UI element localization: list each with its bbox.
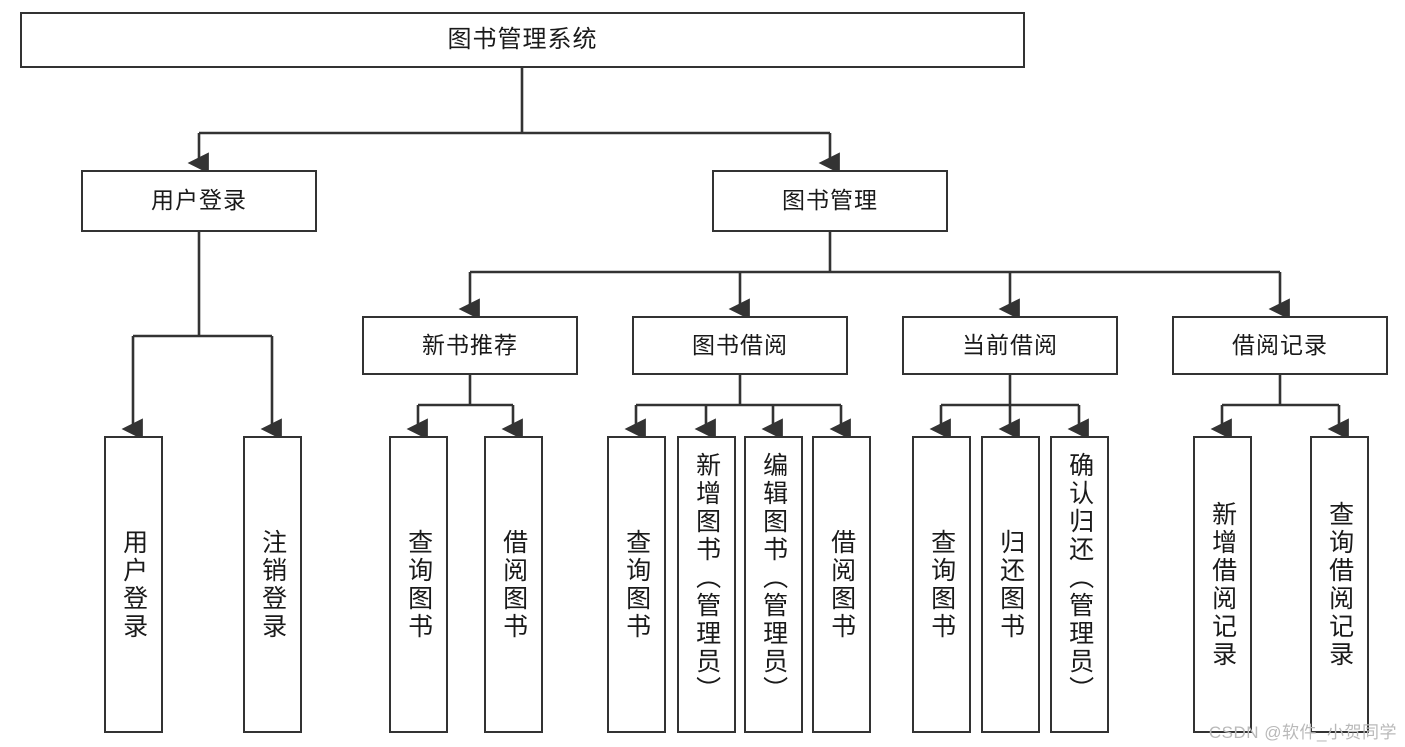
node-label: 归还图书 (996, 528, 1025, 641)
node-label: 借阅记录 (1232, 331, 1328, 358)
node-label: 新增借阅记录 (1208, 500, 1237, 669)
leaf-book-borrow-edit-book-admin[interactable]: 编辑图书（管理员） (744, 436, 803, 733)
node-label: 查询图书 (927, 528, 956, 641)
node-book-management[interactable]: 图书管理 (712, 170, 948, 232)
leaf-current-borrow-return-book[interactable]: 归还图书 (981, 436, 1040, 733)
node-label: 借阅图书 (827, 528, 856, 641)
leaf-new-book-borrow-book[interactable]: 借阅图书 (484, 436, 543, 733)
node-label: 用户登录 (119, 528, 148, 641)
node-label: 注销登录 (258, 528, 287, 641)
node-label: 查询图书 (404, 528, 433, 641)
leaf-borrow-record-add-record[interactable]: 新增借阅记录 (1193, 436, 1252, 733)
leaf-book-borrow-borrow-book[interactable]: 借阅图书 (812, 436, 871, 733)
csdn-watermark: CSDN @软件_小贺同学 (1208, 723, 1397, 742)
leaf-book-borrow-add-book-admin[interactable]: 新增图书（管理员） (677, 436, 736, 733)
leaf-new-book-query-book[interactable]: 查询图书 (389, 436, 448, 733)
leaf-borrow-record-query-record[interactable]: 查询借阅记录 (1310, 436, 1369, 733)
leaf-current-borrow-query-book[interactable]: 查询图书 (912, 436, 971, 733)
node-label: 图书管理系统 (447, 25, 598, 53)
node-book-borrow[interactable]: 图书借阅 (632, 316, 848, 375)
node-label: 查询图书 (622, 528, 651, 641)
node-label: 图书管理 (782, 187, 878, 214)
node-borrow-record[interactable]: 借阅记录 (1172, 316, 1388, 375)
leaf-user-login-login[interactable]: 用户登录 (104, 436, 163, 733)
node-label: 当前借阅 (962, 331, 1058, 358)
node-current-borrow[interactable]: 当前借阅 (902, 316, 1118, 375)
leaf-book-borrow-query-book[interactable]: 查询图书 (607, 436, 666, 733)
node-root-book-management-system[interactable]: 图书管理系统 (20, 12, 1025, 68)
node-label: 查询借阅记录 (1325, 500, 1354, 669)
leaf-user-login-logout[interactable]: 注销登录 (243, 436, 302, 733)
leaf-current-borrow-confirm-return-admin[interactable]: 确认归还（管理员） (1050, 436, 1109, 733)
node-label: 图书借阅 (692, 331, 788, 358)
node-label: 借阅图书 (499, 528, 528, 641)
node-label: 新增图书（管理员） (692, 452, 721, 704)
node-label: 用户登录 (151, 187, 247, 214)
node-label: 确认归还（管理员） (1065, 452, 1094, 704)
node-user-login[interactable]: 用户登录 (81, 170, 317, 232)
node-label: 编辑图书（管理员） (759, 452, 788, 704)
node-label: 新书推荐 (422, 331, 518, 358)
node-new-book-recommend[interactable]: 新书推荐 (362, 316, 578, 375)
